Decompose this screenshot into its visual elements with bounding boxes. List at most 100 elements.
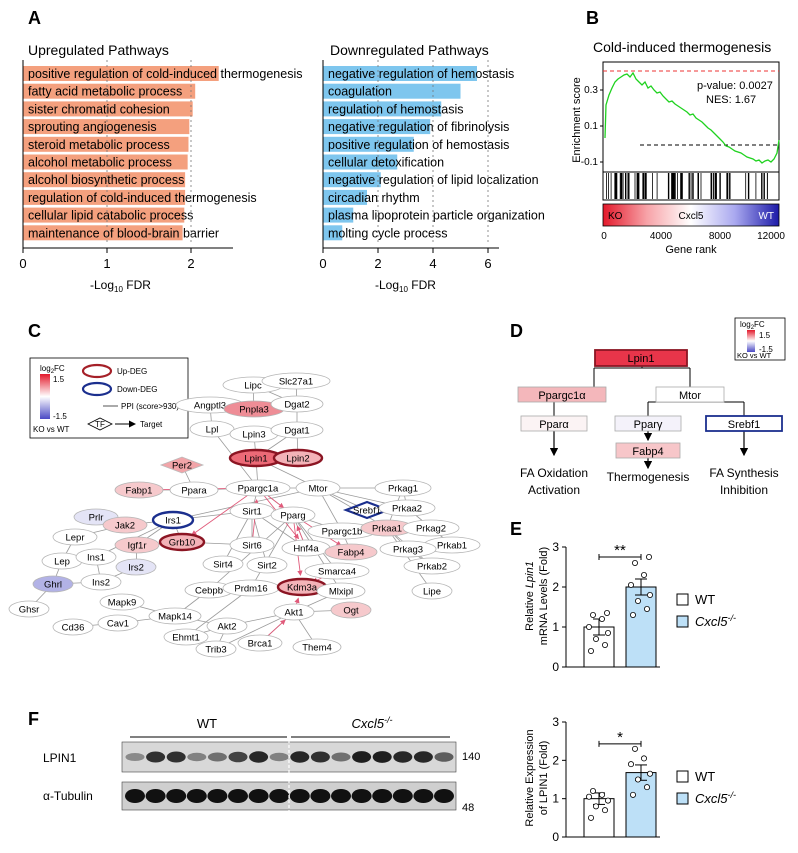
node-fabp1: Fabp1 <box>126 486 153 497</box>
f-point <box>588 814 595 821</box>
node-prkag3-shape <box>379 540 437 558</box>
node-trib3-shape <box>195 640 237 658</box>
down-label-3: negative regulation of fibrinolysis <box>328 120 509 134</box>
node-cd36-shape <box>52 618 94 636</box>
lpin1-band <box>434 752 454 762</box>
tubulin-band <box>145 789 166 803</box>
up-label-2: sister chromatid cohesion <box>28 102 170 116</box>
up-x-label: -Log10 FDR <box>90 278 151 294</box>
tf-legend-icon <box>87 417 113 431</box>
tubulin-band <box>434 789 454 803</box>
e-y-tick-1: 1 <box>552 620 559 634</box>
up-label-9: maintenance of blood-brain barrier <box>28 226 219 240</box>
box-ppara-label: Pparα <box>539 419 569 431</box>
tubulin-band <box>372 789 393 803</box>
gsea-y-tick-3: -0.1 <box>581 157 599 168</box>
e-point <box>635 598 642 605</box>
network-legend-title: log2FC <box>40 364 65 375</box>
target-legend-label: Target <box>140 420 163 429</box>
gsea-x-tick-2: 8000 <box>709 231 732 242</box>
node-mapk14: Mapk14 <box>158 612 192 623</box>
down-label-4: positive regulation of hemostasis <box>328 138 509 152</box>
down-bar-1 <box>323 83 461 99</box>
lpin1-band <box>413 751 433 763</box>
node-ghsr-shape <box>8 600 50 618</box>
f-legend-wt: WT <box>695 769 715 784</box>
blot-row-tubulin: α-Tubulin <box>43 789 93 803</box>
e-point <box>632 560 639 567</box>
node-per2-shape <box>159 456 205 474</box>
e-point <box>586 624 593 631</box>
down-chart-title: Downregulated Pathways <box>330 42 489 58</box>
node-ghrl: Ghrl <box>44 580 62 591</box>
node-lpin3: Lpin3 <box>242 430 265 441</box>
node-prkab2-shape <box>403 557 461 575</box>
panel-a: A Upregulated Pathways Downregulated Pat… <box>19 8 544 294</box>
box-ppargc1a <box>517 386 607 403</box>
node-irs2: Irs2 <box>128 563 144 574</box>
node-them4-shape <box>292 638 342 656</box>
up-label-0: positive regulation of cold-induced ther… <box>28 67 302 81</box>
node-trib3: Trib3 <box>205 645 226 656</box>
f-point <box>602 807 609 814</box>
node-irs1-shape <box>151 510 195 530</box>
node-prlr: Prlr <box>89 513 104 524</box>
gsea-x-tick-1: 4000 <box>650 231 673 242</box>
e-point <box>590 612 597 619</box>
node-ppargc1b: Ppargc1b <box>322 527 363 538</box>
gsea-y-tick-1: 0.3 <box>584 85 598 96</box>
node-brca1: Brca1 <box>248 639 273 650</box>
node-akt1-shape <box>273 603 315 621</box>
rank-gradient-bar <box>602 203 780 227</box>
pathway-legend-box <box>734 317 786 361</box>
up-bar-8 <box>23 207 185 223</box>
node-igf1r-shape <box>114 536 160 554</box>
node-ghrl-shape <box>32 575 74 593</box>
box-ppara <box>520 415 588 432</box>
node-lipe: Lipe <box>423 587 441 598</box>
down-tick-3: 6 <box>484 256 491 271</box>
f-y-tick-0: 0 <box>552 830 559 844</box>
f-point <box>599 791 606 798</box>
node-pparg-shape <box>270 506 316 524</box>
up-deg-legend-label: Up-DEG <box>117 367 147 376</box>
f-y-label-line1: Relative Expression <box>524 729 536 826</box>
node-lpin2: Lpin2 <box>286 454 309 465</box>
f-point <box>628 761 635 768</box>
node-mlxipl: Mlxipl <box>329 587 353 598</box>
f-y-tick-1: 1 <box>552 792 559 806</box>
ppi-edge <box>250 514 294 589</box>
f-point <box>647 770 654 777</box>
tubulin-band <box>310 789 331 803</box>
node-prkaa1: Prkaa1 <box>372 524 402 535</box>
box-srebf1 <box>705 415 783 432</box>
network-legend-caption: KO vs WT <box>33 425 70 434</box>
lpin1-band <box>146 751 166 763</box>
f-y-label-line2: of LPIN1 (Fold) <box>538 741 550 816</box>
node-akt2-shape <box>206 617 248 635</box>
f-point <box>644 784 651 791</box>
f-point <box>635 776 642 783</box>
f-legend-ko-swatch <box>676 792 689 805</box>
node-mlxipl-shape <box>316 582 366 600</box>
up-bar-2 <box>23 101 193 117</box>
pathway-legend-title: log2FC <box>740 320 765 331</box>
box-srebf1-label: Srebf1 <box>728 419 760 431</box>
lpin1-band <box>269 752 289 762</box>
ppi-edge <box>386 527 433 592</box>
e-sig-mark: ** <box>614 542 626 559</box>
e-point <box>646 554 653 561</box>
down-tick-2: 4 <box>429 256 436 271</box>
lpin1-band <box>166 751 186 763</box>
e-legend-ko: Cxcl5-/- <box>695 613 736 629</box>
node-sirt1: Sirt1 <box>242 507 262 518</box>
node-sirt2: Sirt2 <box>257 561 277 572</box>
blot-mw-48: 48 <box>462 802 474 814</box>
down-bar-3 <box>323 119 431 135</box>
f-point <box>632 745 639 752</box>
node-ins1-shape <box>75 548 117 566</box>
e-y-tick-2: 2 <box>552 580 559 594</box>
outcome-fa-oxidation-l2: Activation <box>528 483 580 497</box>
e-y-tick-0: 0 <box>552 660 559 674</box>
